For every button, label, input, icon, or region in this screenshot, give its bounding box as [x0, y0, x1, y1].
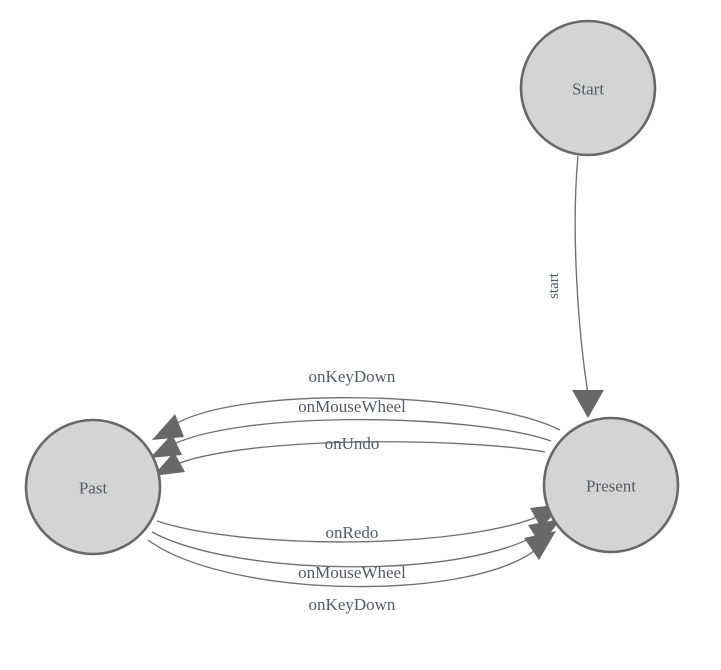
edge-past-present-onmousewheel-path — [151, 530, 544, 568]
node-start[interactable]: Start — [519, 19, 657, 157]
edge-present-past-onmousewheel-path — [167, 418, 552, 448]
edge-past-present-onkeydown-arrowhead — [524, 531, 556, 560]
edge-past-present-onkeydown-label: onKeyDown — [309, 595, 396, 614]
edge-past-present-onkeydown-path — [147, 539, 541, 588]
edge-start-label: start — [546, 272, 562, 299]
edge-past-present-onredo[interactable]: onRedo — [156, 504, 563, 543]
edge-past-present-onmousewheel-arrowhead — [528, 519, 561, 545]
edge-present-past-onmousewheel-label: onMouseWheel — [298, 397, 406, 416]
edge-present-past-onundo-path — [171, 441, 546, 467]
edge-present-past-onundo-label: onUndo — [325, 434, 380, 453]
edge-start[interactable]: start — [546, 155, 604, 418]
edge-start-arrowhead — [572, 390, 604, 418]
node-past-circle — [24, 418, 162, 556]
edge-past-present-onmousewheel[interactable]: onMouseWheel — [151, 519, 561, 582]
edge-past-present-onkeydown[interactable]: onKeyDown — [147, 531, 556, 614]
edge-present-past-onundo[interactable]: onUndo — [153, 434, 546, 476]
edge-present-past-onkeydown-path — [170, 397, 561, 431]
edge-past-present-onmousewheel-label: onMouseWheel — [298, 563, 406, 582]
edge-start-path — [574, 155, 589, 395]
node-present-circle — [542, 416, 680, 554]
node-start-label: Start — [572, 80, 604, 99]
edge-present-past-onundo-arrowhead — [153, 452, 185, 476]
edge-present-past-onkeydown[interactable]: onKeyDown — [152, 367, 561, 440]
node-start-circle — [519, 19, 657, 157]
node-past-label: Past — [79, 479, 108, 498]
edge-past-present-onredo-label: onRedo — [326, 523, 379, 542]
edge-present-past-onkeydown-arrowhead — [152, 414, 184, 440]
node-past[interactable]: Past — [24, 418, 162, 556]
node-present-label: Present — [586, 477, 636, 496]
edge-present-past-onkeydown-label: onKeyDown — [309, 367, 396, 386]
edge-past-present-onredo-path — [156, 513, 546, 543]
node-present[interactable]: Present — [542, 416, 680, 554]
